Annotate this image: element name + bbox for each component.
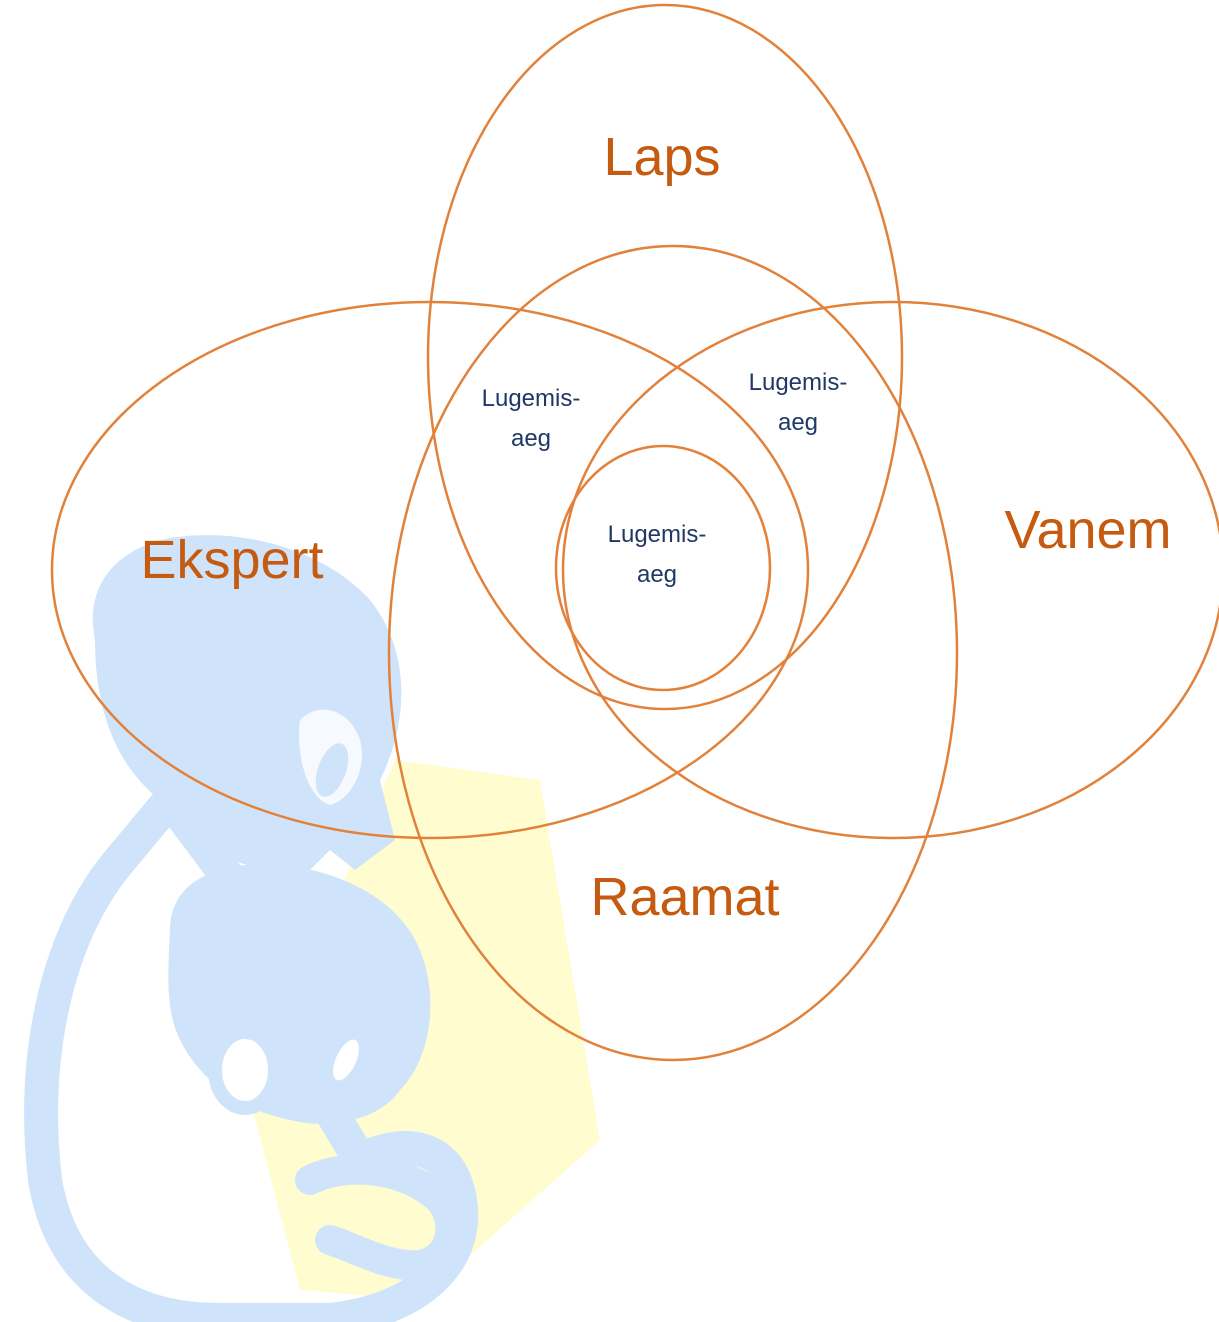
intersection-upper-left-line1: Lugemis- [482, 385, 581, 412]
venn-ellipses [50, 3, 1219, 1062]
label-vanem: Vanem [1004, 500, 1171, 560]
intersection-upper-left-line2: aeg [511, 425, 551, 452]
parent-reading-with-child-illustration [24, 535, 600, 1322]
child-hand-shape [295, 1154, 466, 1281]
label-laps: Laps [603, 127, 720, 187]
label-ekspert: Ekspert [140, 530, 323, 590]
ellipse-ekspert [50, 300, 810, 840]
intersection-upper-right-line1: Lugemis- [749, 369, 848, 396]
intersection-upper-left: Lugemis- aeg [482, 385, 581, 452]
label-raamat: Raamat [590, 867, 779, 927]
ellipse-center [554, 444, 772, 692]
intersection-center: Lugemis- aeg [608, 521, 707, 588]
intersection-center-line1: Lugemis- [608, 521, 707, 548]
adult-body-shape [24, 783, 479, 1322]
child-eye-shape [333, 1039, 359, 1081]
intersection-center-line2: aeg [637, 561, 677, 588]
intersection-upper-right: Lugemis- aeg [749, 369, 848, 436]
child-ear-shape [208, 1025, 282, 1115]
ellipse-laps [426, 3, 904, 711]
intersection-upper-right-line2: aeg [778, 409, 818, 436]
ellipse-raamat [387, 244, 959, 1062]
adult-eye-shape [315, 743, 349, 797]
ellipse-vanem [561, 300, 1219, 840]
